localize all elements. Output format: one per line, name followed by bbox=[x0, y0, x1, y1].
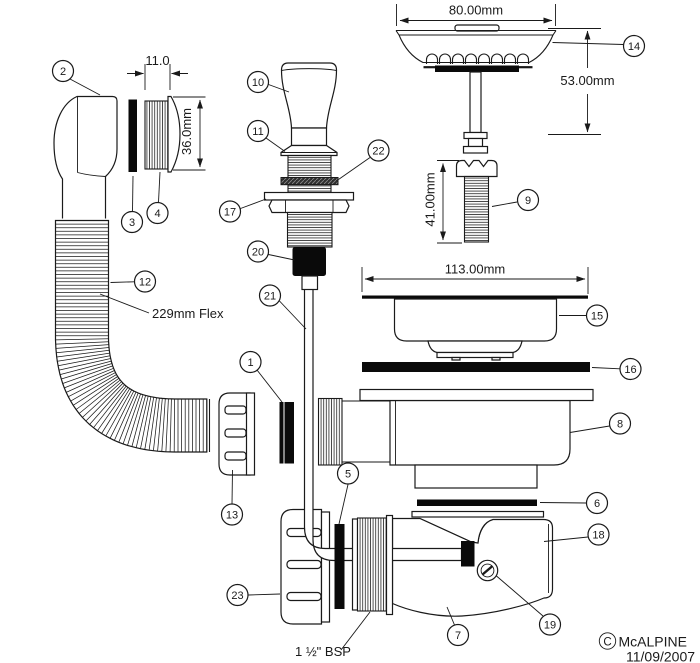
dimension-41mm: 41.00mm bbox=[423, 160, 462, 244]
svg-text:7: 7 bbox=[455, 630, 461, 642]
callout-11: 11 bbox=[246, 119, 286, 152]
dimension-80mm: 80.00mm bbox=[396, 3, 556, 26]
callout-18: 18 bbox=[543, 523, 610, 546]
sink-flange-body bbox=[362, 295, 588, 361]
trap-body bbox=[391, 510, 554, 617]
strainer-stem bbox=[469, 71, 482, 134]
callout-16: 16 bbox=[591, 357, 642, 381]
svg-text:11: 11 bbox=[252, 126, 263, 138]
callout-3: 3 bbox=[120, 175, 144, 234]
callout-balloons: 1 2 3 4 5 6 7 8 9 10 11 12 13 14 15 16 1… bbox=[51, 34, 646, 647]
svg-text:9: 9 bbox=[525, 195, 531, 207]
basket-strainer bbox=[395, 24, 557, 154]
copyright-circle-icon bbox=[598, 632, 617, 650]
washer-6 bbox=[417, 499, 537, 506]
trap-cam-mechanism bbox=[461, 541, 499, 582]
dimension-11mm: 11.0 bbox=[127, 53, 188, 90]
brand-label: McALPINE bbox=[619, 634, 687, 650]
dimension-113mm: 113.00mm bbox=[361, 262, 589, 294]
washer-5 bbox=[334, 524, 345, 609]
svg-text:16: 16 bbox=[624, 364, 636, 376]
dim-80-label: 80.00mm bbox=[449, 3, 503, 18]
waste-tail bbox=[414, 464, 538, 489]
svg-text:5: 5 bbox=[345, 469, 351, 481]
callout-2: 2 bbox=[51, 59, 101, 96]
flex-hose bbox=[54, 219, 211, 453]
overflow-elbow bbox=[53, 95, 118, 219]
washer-1 bbox=[279, 402, 294, 464]
dim-11-label: 11.0 bbox=[145, 53, 169, 68]
callout-19: 19 bbox=[496, 575, 562, 636]
svg-text:19: 19 bbox=[544, 620, 556, 632]
dimension-36mm: 36.0mm bbox=[173, 96, 206, 171]
callout-7: 7 bbox=[446, 606, 470, 647]
callout-4: 4 bbox=[146, 171, 169, 225]
svg-text:2: 2 bbox=[60, 66, 66, 78]
knob-skirt bbox=[280, 144, 338, 157]
strainer-holes bbox=[425, 53, 530, 64]
bsp-label: 1 ½" BSP bbox=[295, 644, 351, 659]
callout-12: 12 bbox=[110, 270, 157, 293]
copyright-c: C bbox=[603, 636, 611, 648]
copyright-block: C McALPINE 11/09/2007 bbox=[598, 632, 695, 663]
callout-10: 10 bbox=[246, 70, 290, 94]
knob-seal-washer bbox=[280, 177, 339, 186]
popup-knob bbox=[280, 62, 338, 129]
flex-annotation: 229mm Flex bbox=[99, 293, 224, 321]
waste-body bbox=[317, 388, 594, 489]
svg-text:4: 4 bbox=[154, 208, 160, 220]
svg-text:14: 14 bbox=[628, 41, 640, 53]
svg-text:8: 8 bbox=[617, 419, 623, 431]
svg-text:20: 20 bbox=[252, 247, 264, 259]
bsp-annotation: 1 ½" BSP bbox=[295, 611, 371, 659]
callout-15: 15 bbox=[559, 304, 609, 327]
waste-body-flange bbox=[359, 388, 594, 402]
flex-label: 229mm Flex bbox=[152, 306, 224, 321]
overflow-backnut bbox=[218, 392, 256, 476]
overflow-washer bbox=[128, 99, 137, 172]
dim-36-label: 36.0mm bbox=[179, 108, 194, 155]
knob-stop bbox=[292, 247, 326, 276]
svg-text:22: 22 bbox=[372, 146, 384, 158]
svg-text:17: 17 bbox=[224, 207, 236, 219]
dim-41-label: 41.00mm bbox=[423, 172, 438, 226]
popup-knob-assembly bbox=[263, 62, 355, 291]
svg-text:18: 18 bbox=[592, 530, 604, 542]
callout-17: 17 bbox=[218, 198, 267, 223]
overflow-nut bbox=[144, 95, 181, 173]
callout-8: 8 bbox=[569, 412, 632, 435]
date-label: 11/09/2007 bbox=[626, 649, 695, 663]
callout-6: 6 bbox=[539, 491, 609, 515]
svg-text:1: 1 bbox=[247, 357, 253, 369]
svg-text:10: 10 bbox=[252, 77, 264, 89]
dimension-53mm: 53.00mm bbox=[548, 28, 615, 135]
svg-text:23: 23 bbox=[231, 590, 243, 602]
svg-text:3: 3 bbox=[129, 217, 135, 229]
callout-21: 21 bbox=[258, 284, 307, 330]
callout-1: 1 bbox=[239, 350, 283, 403]
threaded-collar bbox=[351, 514, 394, 616]
svg-text:6: 6 bbox=[594, 498, 600, 510]
svg-text:15: 15 bbox=[591, 311, 603, 323]
callout-22: 22 bbox=[338, 139, 390, 180]
strainer-screw bbox=[455, 159, 498, 243]
callout-23: 23 bbox=[226, 583, 281, 607]
callout-13: 13 bbox=[220, 469, 244, 526]
callout-14: 14 bbox=[552, 34, 646, 58]
callout-20: 20 bbox=[246, 240, 295, 263]
washer-16 bbox=[362, 362, 590, 372]
knob-flange bbox=[263, 191, 355, 201]
svg-text:21: 21 bbox=[264, 291, 276, 303]
dim-113-label: 113.00mm bbox=[445, 262, 505, 277]
rod-connector bbox=[301, 275, 319, 291]
callout-9: 9 bbox=[491, 188, 540, 212]
knob-backnut bbox=[268, 199, 350, 214]
svg-text:13: 13 bbox=[226, 510, 238, 522]
coupling-nut bbox=[280, 508, 331, 625]
dim-53-label: 53.00mm bbox=[560, 73, 614, 88]
callout-5: 5 bbox=[336, 462, 360, 525]
svg-text:12: 12 bbox=[139, 277, 151, 289]
trap-lid bbox=[411, 510, 545, 518]
